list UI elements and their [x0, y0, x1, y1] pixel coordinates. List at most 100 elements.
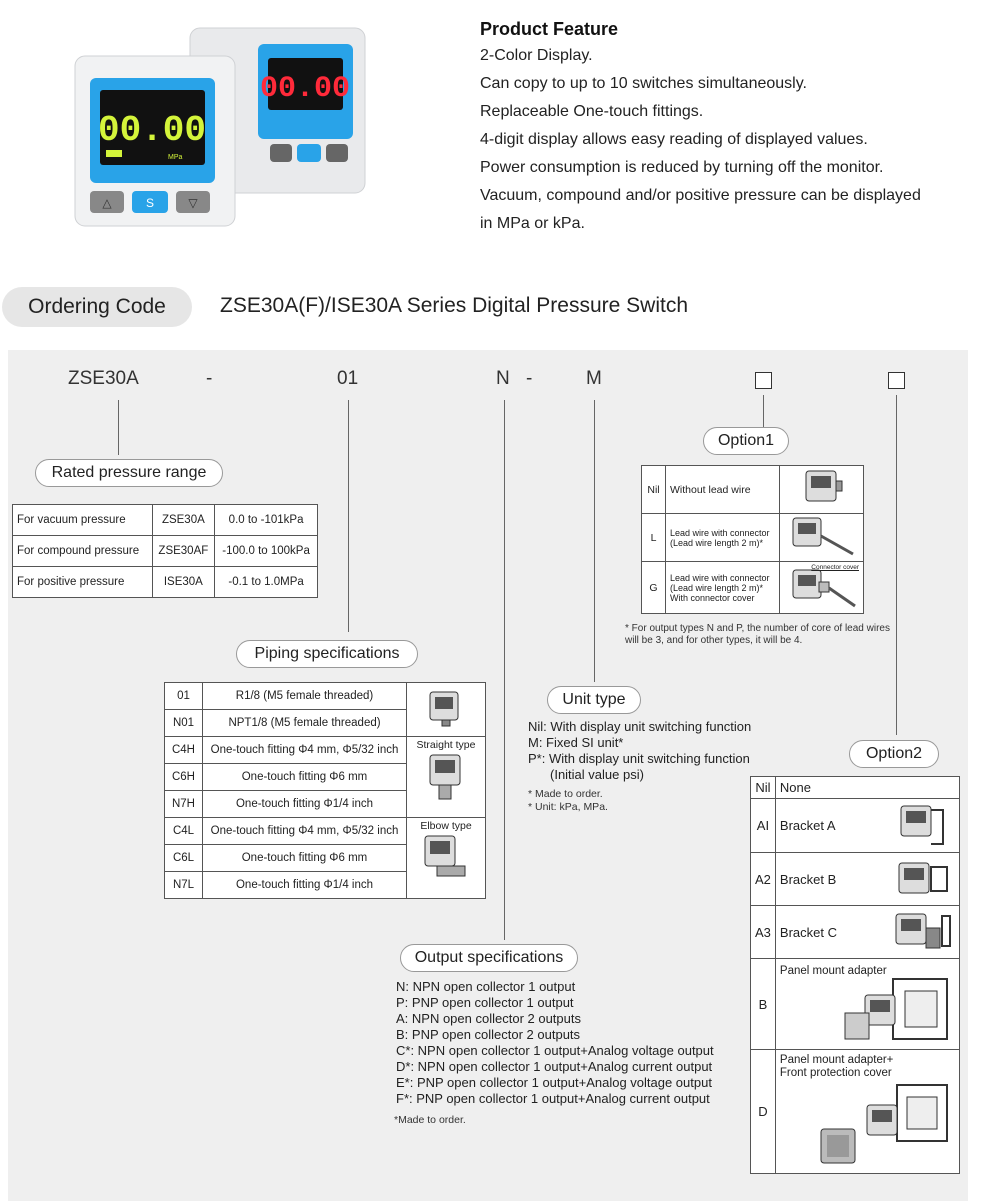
table-cell: One-touch fitting Φ6 mm — [202, 763, 407, 791]
option2-desc: Panel mount adapter — [779, 965, 887, 977]
table-cell: C4H — [164, 736, 203, 764]
feature-line: in MPa or kPa. — [480, 215, 585, 232]
table-cell: N7H — [164, 790, 203, 818]
table-row: AI Bracket A — [750, 798, 960, 853]
bracket-b-icon — [898, 862, 949, 893]
connector-line — [896, 395, 897, 735]
table-cell: L — [641, 513, 666, 562]
output-item: F*: PNP open collector 1 output+Analog c… — [396, 1091, 710, 1106]
table-cell: B — [750, 958, 776, 1050]
bracket-c-icon — [895, 913, 952, 948]
table-cell: A2 — [750, 852, 776, 906]
code-output: N — [496, 368, 510, 389]
output-list: N: NPN open collector 1 output P: PNP op… — [396, 979, 756, 1107]
code-dash: - — [526, 368, 533, 389]
bracket-a-icon — [900, 805, 945, 845]
code-unit: M — [586, 368, 602, 389]
feature-line: Replaceable One-touch fittings. — [480, 103, 704, 120]
table-cell: Nil — [641, 465, 666, 514]
straight-fitting-icon — [429, 754, 461, 800]
table-row: For compound pressure ZSE30AF -100.0 to … — [12, 535, 318, 567]
svg-text:▽: ▽ — [188, 196, 198, 210]
connector-cover-label: Connector cover — [811, 564, 859, 571]
table-cell: ZSE30A — [151, 504, 216, 536]
table-row: Nil None — [750, 776, 961, 799]
table-cell: ISE30A — [151, 566, 216, 598]
unit-note: * Made to order. — [528, 788, 603, 800]
table-cell: Without lead wire — [665, 465, 780, 514]
table-row: D Panel mount adapter+ Front protection … — [750, 1049, 961, 1174]
table-row: B Panel mount adapter — [750, 958, 961, 1050]
table-cell: One-touch fitting Φ6 mm — [202, 844, 407, 872]
svg-text:△: △ — [102, 196, 112, 210]
table-row: C4L One-touch fitting Φ4 mm, Φ5/32 inch … — [164, 817, 486, 899]
output-item: C*: NPN open collector 1 output+Analog v… — [396, 1043, 714, 1058]
feature-line: 4-digit display allows easy reading of d… — [480, 131, 868, 148]
unit-item: Nil: With display unit switching functio… — [528, 719, 752, 734]
table-cell: C6L — [164, 844, 203, 872]
connector-line — [504, 400, 505, 940]
output-note: *Made to order. — [394, 1114, 466, 1126]
ordering-code-pill: Ordering Code — [2, 287, 192, 327]
table-row: G Lead wire with connector (Lead wire le… — [641, 561, 864, 614]
straight-type-label: Straight type — [416, 739, 476, 751]
table-cell: ZSE30AF — [151, 535, 216, 567]
table-row: For vacuum pressure ZSE30A 0.0 to -101kP… — [12, 504, 318, 536]
table-cell: 01 — [164, 682, 203, 710]
table-cell: N01 — [164, 709, 203, 737]
table-row: N01 NPT1/8 (M5 female threaded) — [164, 709, 486, 737]
switch-icon — [805, 470, 842, 502]
code-dash: - — [206, 368, 213, 389]
unit-type-label: Unit type — [547, 686, 641, 714]
table-cell: Nil — [750, 776, 776, 799]
table-cell: For positive pressure — [12, 566, 153, 598]
output-item: P: PNP open collector 1 output — [396, 995, 574, 1010]
piping-image-cell — [406, 682, 486, 737]
panel-mount-adapter-icon — [844, 978, 948, 1040]
table-row: A3 Bracket C — [750, 905, 960, 959]
table-cell: One-touch fitting Φ4 mm, Φ5/32 inch — [202, 736, 407, 764]
table-cell: Bracket A — [774, 798, 888, 853]
option1-image-cell — [779, 513, 864, 562]
code-series: ZSE30A — [68, 368, 139, 389]
connector-line — [763, 395, 764, 427]
table-row: C6H One-touch fitting Φ6 mm — [164, 763, 486, 791]
feature-line: 2-Color Display. — [480, 47, 593, 64]
connector-cover-icon — [792, 569, 856, 608]
table-cell: None — [774, 776, 961, 799]
piping-table: 01 R1/8 (M5 female threaded) N01 NPT1/8 … — [164, 682, 486, 899]
table-row: L Lead wire with connector (Lead wire le… — [641, 513, 864, 562]
table-row: A2 Bracket B — [750, 852, 960, 906]
table-cell: One-touch fitting Φ1/4 inch — [202, 871, 407, 899]
feature-line: Vacuum, compound and/or positive pressur… — [480, 187, 921, 204]
rated-pressure-table: For vacuum pressure ZSE30A 0.0 to -101kP… — [12, 504, 318, 598]
unit-label: MPa — [168, 154, 183, 161]
table-cell: N7L — [164, 871, 203, 899]
unit-item: M: Fixed SI unit* — [528, 735, 624, 750]
feature-line: Power consumption is reduced by turning … — [480, 159, 884, 176]
table-cell: A3 — [750, 905, 776, 959]
output-item: B: PNP open collector 2 outputs — [396, 1027, 581, 1042]
front-unit: 00.00 MPa △ S ▽ — [74, 55, 236, 227]
table-row: 01 R1/8 (M5 female threaded) — [164, 682, 486, 737]
table-cell: 0.0 to -101kPa — [214, 504, 318, 536]
option2-image-cell — [887, 852, 960, 906]
table-cell: Lead wire with connector (Lead wire leng… — [665, 513, 780, 562]
piping-image-cell: Straight type — [406, 736, 486, 818]
unit-item: (Initial value psi) — [550, 767, 644, 782]
table-row: For positive pressure ISE30A -0.1 to 1.0… — [12, 566, 318, 598]
table-cell: R1/8 (M5 female threaded) — [202, 682, 407, 710]
table-cell: For vacuum pressure — [12, 504, 153, 536]
table-cell: One-touch fitting Φ1/4 inch — [202, 790, 407, 818]
option1-table: Nil Without lead wire L Lead wire with c… — [641, 465, 864, 614]
option2-image-cell — [887, 798, 960, 853]
output-item: N: NPN open collector 1 output — [396, 979, 576, 994]
ordering-title: ZSE30A(F)/ISE30A Series Digital Pressure… — [220, 294, 689, 317]
elbow-type-label: Elbow type — [420, 820, 472, 832]
table-cell: Lead wire with connector (Lead wire leng… — [665, 561, 780, 614]
product-image: 00.00 00.00 MPa △ S ▽ — [74, 27, 366, 227]
option1-label: Option1 — [703, 427, 789, 455]
table-cell: One-touch fitting Φ4 mm, Φ5/32 inch — [202, 817, 407, 845]
option1-image-cell — [779, 465, 864, 514]
table-cell: G — [641, 561, 666, 614]
